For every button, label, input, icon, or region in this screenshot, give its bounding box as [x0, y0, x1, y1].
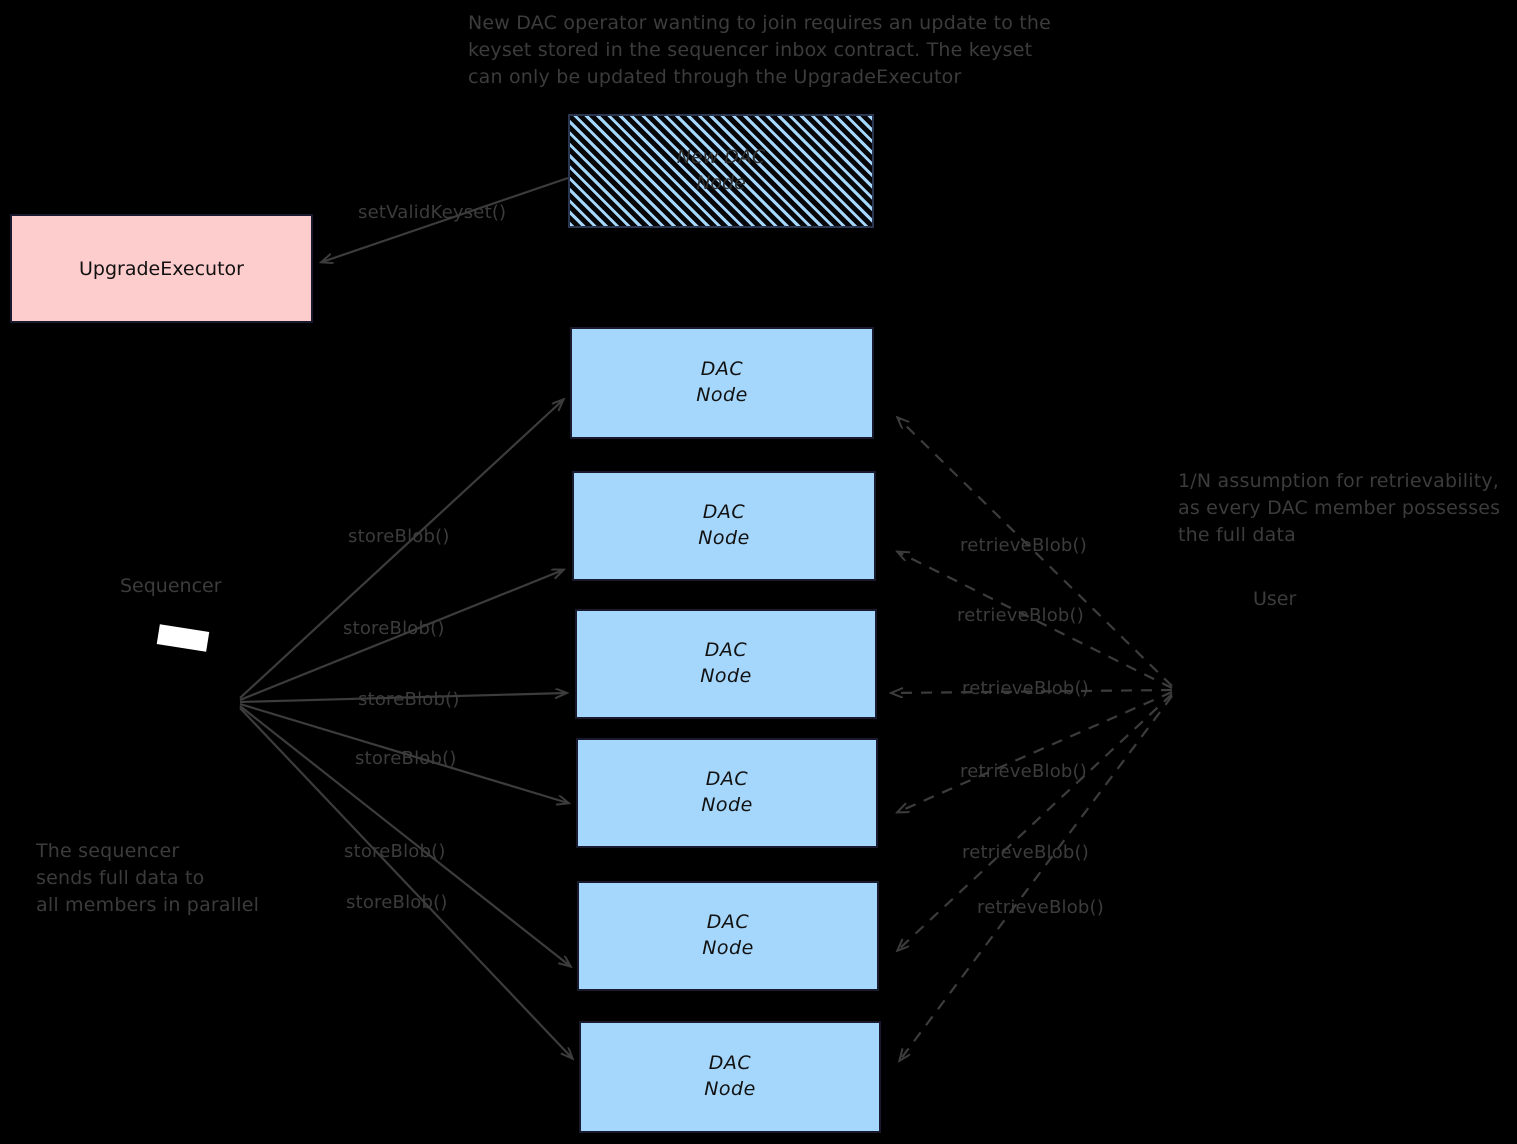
- dac-node-box-6[interactable]: DAC Node: [579, 1021, 881, 1133]
- upgrade-executor-label: UpgradeExecutor: [79, 257, 244, 280]
- edge-label-store-blob-1: storeBlob(): [348, 526, 450, 547]
- dac-node-label-line1: DAC: [704, 639, 748, 662]
- annotation-top: New DAC operator wanting to join require…: [468, 12, 1052, 88]
- edge-label-store-blob-4: storeBlob(): [355, 748, 457, 769]
- edge-label-retrieve-blob-2: retrieveBlob(): [957, 605, 1084, 626]
- edge-store-blob-5: [239, 705, 570, 966]
- dac-node-label-line2: Node: [700, 665, 752, 687]
- new-dac-node-label-line2: Node: [696, 172, 746, 194]
- dac-node-box-2[interactable]: DAC Node: [572, 471, 876, 581]
- annotation-right: 1/N assumption for retrievability, as ev…: [1178, 470, 1501, 546]
- new-dac-node-box[interactable]: New DAC Node: [568, 114, 874, 228]
- sequencer-label: Sequencer: [120, 575, 222, 597]
- dac-node-box-5[interactable]: DAC Node: [577, 881, 879, 991]
- edge-label-store-blob-2: storeBlob(): [343, 618, 445, 639]
- dac-node-box-4[interactable]: DAC Node: [576, 738, 878, 848]
- upgrade-executor-box[interactable]: UpgradeExecutor: [10, 214, 313, 323]
- edge-label-retrieve-blob-5: retrieveBlob(): [962, 842, 1089, 863]
- edge-label-retrieve-blob-1: retrieveBlob(): [960, 535, 1087, 556]
- dac-node-label-line1: DAC: [705, 768, 749, 791]
- edge-label-retrieve-blob-6: retrieveBlob(): [977, 897, 1104, 918]
- dac-node-label-line2: Node: [701, 794, 753, 816]
- sequencer-icon: [156, 624, 210, 652]
- dac-node-label-line2: Node: [702, 937, 754, 959]
- edge-label-store-blob-3: storeBlob(): [358, 689, 460, 710]
- dac-node-label-line2: Node: [698, 527, 750, 549]
- dac-node-box-1[interactable]: DAC Node: [570, 327, 874, 439]
- dac-node-box-3[interactable]: DAC Node: [575, 609, 877, 719]
- user-label: User: [1253, 588, 1297, 610]
- edge-label-store-blob-5: storeBlob(): [344, 841, 446, 862]
- new-dac-node-label-line1: New DAC: [676, 146, 766, 169]
- dac-node-label-line2: Node: [704, 1078, 756, 1100]
- edge-retrieve-blob-4: [898, 690, 1173, 812]
- dac-node-label-line2: Node: [696, 384, 748, 406]
- edge-label-store-blob-6: storeBlob(): [346, 892, 448, 913]
- annotation-bottom-left: The sequencer sends full data to all mem…: [36, 840, 260, 916]
- edge-label-retrieve-blob-4: retrieveBlob(): [960, 761, 1087, 782]
- dac-node-label-line1: DAC: [700, 358, 744, 381]
- dac-node-label-line1: DAC: [706, 911, 750, 934]
- edge-label-set-valid-keyset: setValidKeyset(): [358, 202, 507, 223]
- edge-retrieve-blob-6: [900, 695, 1173, 1060]
- edge-store-blob-1: [239, 400, 563, 699]
- edge-label-retrieve-blob-3: retrieveBlob(): [962, 678, 1089, 699]
- dac-node-label-line1: DAC: [702, 501, 746, 524]
- dac-node-label-line1: DAC: [708, 1052, 752, 1075]
